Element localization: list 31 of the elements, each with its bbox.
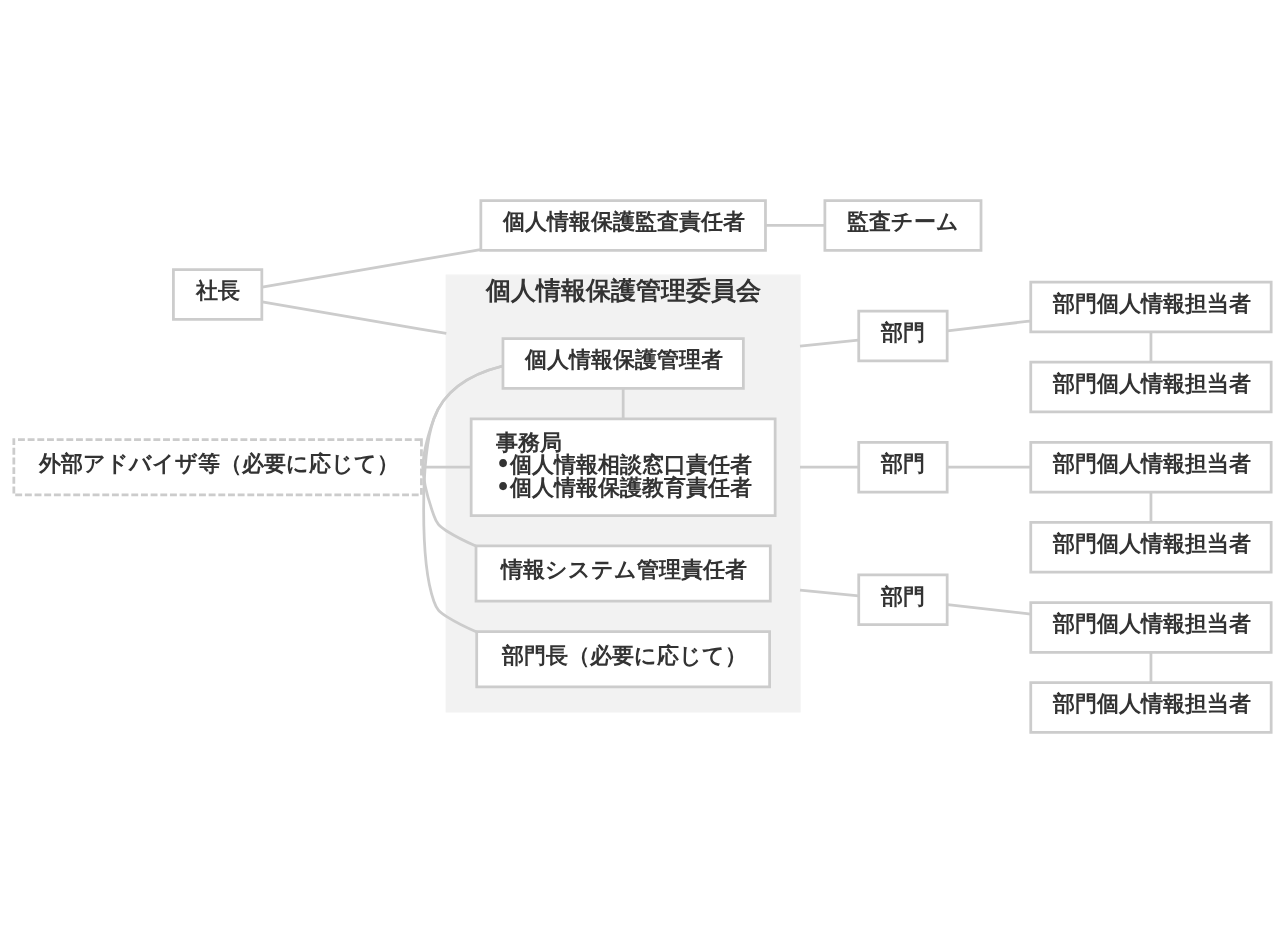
node-box: 個人情報保護管理者 (501, 336, 745, 390)
connector (1149, 651, 1153, 683)
connector (765, 223, 825, 227)
node-box: 外部アドバイザ等（必要に応じて） (12, 437, 423, 496)
node-box: 部門個人情報担当者 (1029, 440, 1273, 493)
node-box: 部門 (857, 309, 949, 362)
node-box: 監査チーム (823, 198, 983, 252)
connector (799, 338, 859, 347)
connector (261, 247, 481, 288)
node-box: 部門長（必要に応じて） (475, 629, 771, 688)
connector (799, 588, 859, 597)
node-box: 部門 (857, 573, 949, 626)
node-box: 情報システム管理責任者 (474, 544, 772, 603)
node-box: 部門 (857, 440, 949, 493)
connector (1149, 491, 1153, 522)
connector (947, 602, 1031, 615)
connector (1149, 331, 1153, 362)
node-box: 個人情報保護監査責任者 (479, 198, 767, 252)
node-box: 社長 (172, 267, 264, 321)
connector (947, 465, 1031, 469)
node-box: 部門個人情報担当者 (1029, 600, 1273, 654)
connector (422, 364, 504, 633)
connector (947, 319, 1031, 332)
connector (261, 300, 447, 335)
connector (800, 465, 859, 469)
node-box: 部門個人情報担当者 (1029, 280, 1273, 333)
node-box: 事務局 •個人情報相談窓口責任者 •個人情報保護教育責任者 (469, 416, 777, 517)
node-box: 部門個人情報担当者 (1029, 520, 1273, 574)
node-box: 部門個人情報担当者 (1029, 680, 1273, 734)
connector (621, 388, 625, 419)
node-box: 部門個人情報担当者 (1029, 360, 1273, 413)
